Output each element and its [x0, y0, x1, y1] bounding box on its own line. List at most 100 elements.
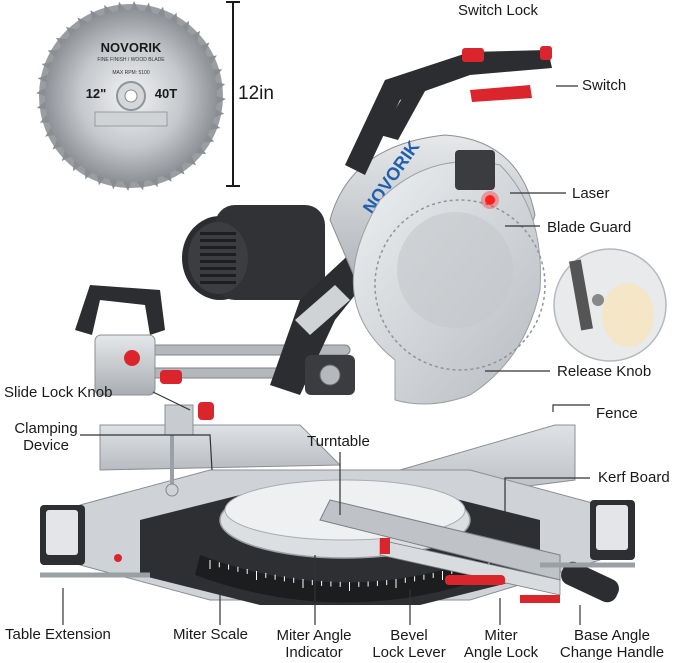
callout-miter-scale: Miter Scale [173, 626, 249, 643]
callout-base-angle-change-handle: Base Angle Change Handle [552, 627, 672, 661]
motor-vent [200, 260, 236, 263]
blade-tooth [109, 179, 118, 190]
blade-tooth [216, 96, 226, 105]
fence-plate [99, 424, 342, 471]
callout-miter-angle-indicator: Miter Angle Indicator [268, 627, 360, 661]
bevel-lock-lever [445, 575, 505, 585]
callout-clamping-device-line1: Clamping [14, 420, 78, 437]
blade-subtitle: FINE FINISH / WOOD BLADE [97, 57, 165, 63]
blade-tooth [55, 37, 67, 46]
blade-tooth [157, 6, 166, 18]
blade-tooth [209, 122, 221, 131]
callout-fence: Fence [596, 405, 638, 422]
callout-clamping-device-line2: Device [23, 437, 69, 454]
callout-miter-angle-indicator-line1: Miter Angle [276, 627, 352, 644]
blade-tooth [36, 101, 47, 110]
slide-carriage [94, 334, 156, 396]
callout-miter-angle-lock-line2: Angle Lock [463, 644, 539, 661]
motor-vent [200, 232, 236, 235]
blade-tooth [207, 55, 217, 65]
blade-guard [352, 161, 546, 405]
blade-tooth [41, 61, 53, 70]
motor-vent [200, 274, 236, 277]
table-extension-left [40, 505, 150, 578]
blade-teeth-count: 40T [155, 86, 177, 101]
callout-switch-lock: Switch Lock [458, 2, 539, 19]
switch-lock-button-right [540, 46, 552, 60]
base-angle-handle [520, 561, 619, 603]
blade-tooth [52, 139, 62, 150]
callout-switch: Switch [582, 77, 627, 94]
callout-laser: Laser [572, 185, 610, 202]
blade-tooth [61, 150, 71, 162]
miter-scale [195, 555, 495, 603]
blade-diameter: 12" [86, 86, 107, 101]
blade-tooth [37, 74, 48, 83]
blade-tooth [117, 1, 126, 12]
callout-bevel-lock-lever-line2: Lock Lever [372, 644, 446, 661]
callout-blade-guard: Blade Guard [547, 219, 632, 236]
size-dimension-line [226, 1, 240, 187]
release-knob [305, 355, 355, 395]
blade-tooth [104, 4, 113, 15]
top-handle [345, 46, 552, 175]
blade-tooth [136, 180, 145, 191]
rear-carry-handle [75, 285, 165, 335]
blade-tooth [90, 10, 100, 20]
blade-tooth [203, 135, 215, 143]
blade-tooth [77, 17, 88, 27]
blade-tooth [122, 181, 131, 191]
blade-tooth [170, 12, 178, 24]
blade-tooth [131, 1, 140, 11]
blade-tooth [214, 109, 225, 118]
blade-tooth [45, 127, 55, 137]
callout-bevel-lock-lever-line1: Bevel [390, 627, 428, 644]
callout-miter-angle-lock: Miter Angle Lock [458, 627, 544, 661]
blade-brand: NOVORIK [101, 40, 162, 55]
callout-table-extension: Table Extension [5, 626, 111, 643]
blade-tooth [185, 156, 197, 166]
callout-turntable: Turntable [307, 433, 370, 450]
blade-teeth [36, 1, 226, 191]
callout-miter-angle-lock-line1: Miter [484, 627, 518, 644]
slide-lock-knob [124, 350, 140, 366]
blade-size-label: 12in [238, 83, 274, 104]
callout-miter-angle-indicator-line2: Indicator [285, 644, 343, 661]
blade-tooth [72, 160, 81, 172]
blade-tooth [191, 30, 201, 42]
miter-saw: NOVORIK [40, 46, 635, 605]
blade-tooth [144, 2, 153, 13]
callout-slide-lock-knob: Slide Lock Knob [4, 384, 113, 401]
laser-emitter [455, 150, 499, 209]
switch-lock-button [462, 48, 484, 62]
motor-vent [200, 281, 236, 284]
blade-tooth [212, 69, 223, 78]
blade-tooth [195, 146, 207, 155]
blade-tooth [149, 177, 158, 188]
trigger-switch [470, 85, 532, 102]
release-knob-closeup [553, 248, 667, 362]
motor-vent [200, 253, 236, 256]
callout-base-angle-line1: Base Angle [574, 627, 650, 644]
callout-bevel-lock-lever: Bevel Lock Lever [364, 627, 454, 661]
motor-vent [200, 267, 236, 270]
motor-vent [200, 239, 236, 242]
blade-tooth [215, 82, 226, 91]
blade-tooth [162, 172, 172, 182]
blade-tooth [39, 114, 50, 123]
motor [182, 205, 325, 300]
callout-clamping-device: Clamping Device [11, 420, 81, 454]
blade-tooth [174, 165, 185, 175]
miter-angle-indicator [380, 538, 390, 554]
callout-release-knob: Release Knob [557, 363, 652, 380]
saw-blade: NOVORIK FINE FINISH / WOOD BLADE MAX RPM… [36, 1, 226, 191]
blade-tooth [36, 87, 46, 96]
motor-vent [200, 246, 236, 249]
blade-tooth [47, 49, 59, 57]
callout-lines [62, 85, 590, 625]
callout-kerf-board: Kerf Board [598, 469, 670, 486]
blade-tooth [96, 174, 105, 186]
blade-tooth [200, 42, 210, 53]
blade-tooth [181, 20, 190, 32]
